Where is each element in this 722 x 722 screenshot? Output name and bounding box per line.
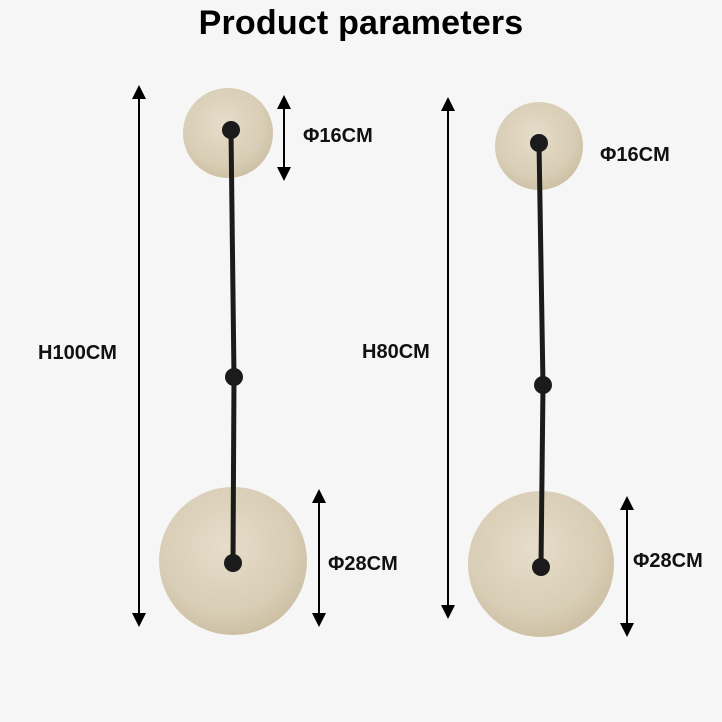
bottom-diameter-label-lamp-2: Φ28CM <box>633 550 703 572</box>
top-mount-knob <box>222 121 240 139</box>
height-label-lamp-2: H80CM <box>362 341 430 363</box>
top-diameter-label-lamp-1: Φ16CM <box>303 125 373 147</box>
lamp-100cm <box>132 85 326 635</box>
bottom-mount-knob <box>224 554 242 572</box>
page-title: Product parameters <box>198 4 524 42</box>
middle-joint-knob <box>225 368 243 386</box>
bottom-diameter-label-lamp-1: Φ28CM <box>328 553 398 575</box>
metal-rod <box>536 140 546 570</box>
top-mount-knob <box>530 134 548 152</box>
height-label-lamp-1: H100CM <box>38 342 117 364</box>
bottom-mount-knob <box>532 558 550 576</box>
middle-joint-knob <box>534 376 552 394</box>
metal-rod <box>228 127 237 566</box>
top-diameter-label-lamp-2: Φ16CM <box>600 144 670 166</box>
lamp-80cm <box>441 97 634 637</box>
